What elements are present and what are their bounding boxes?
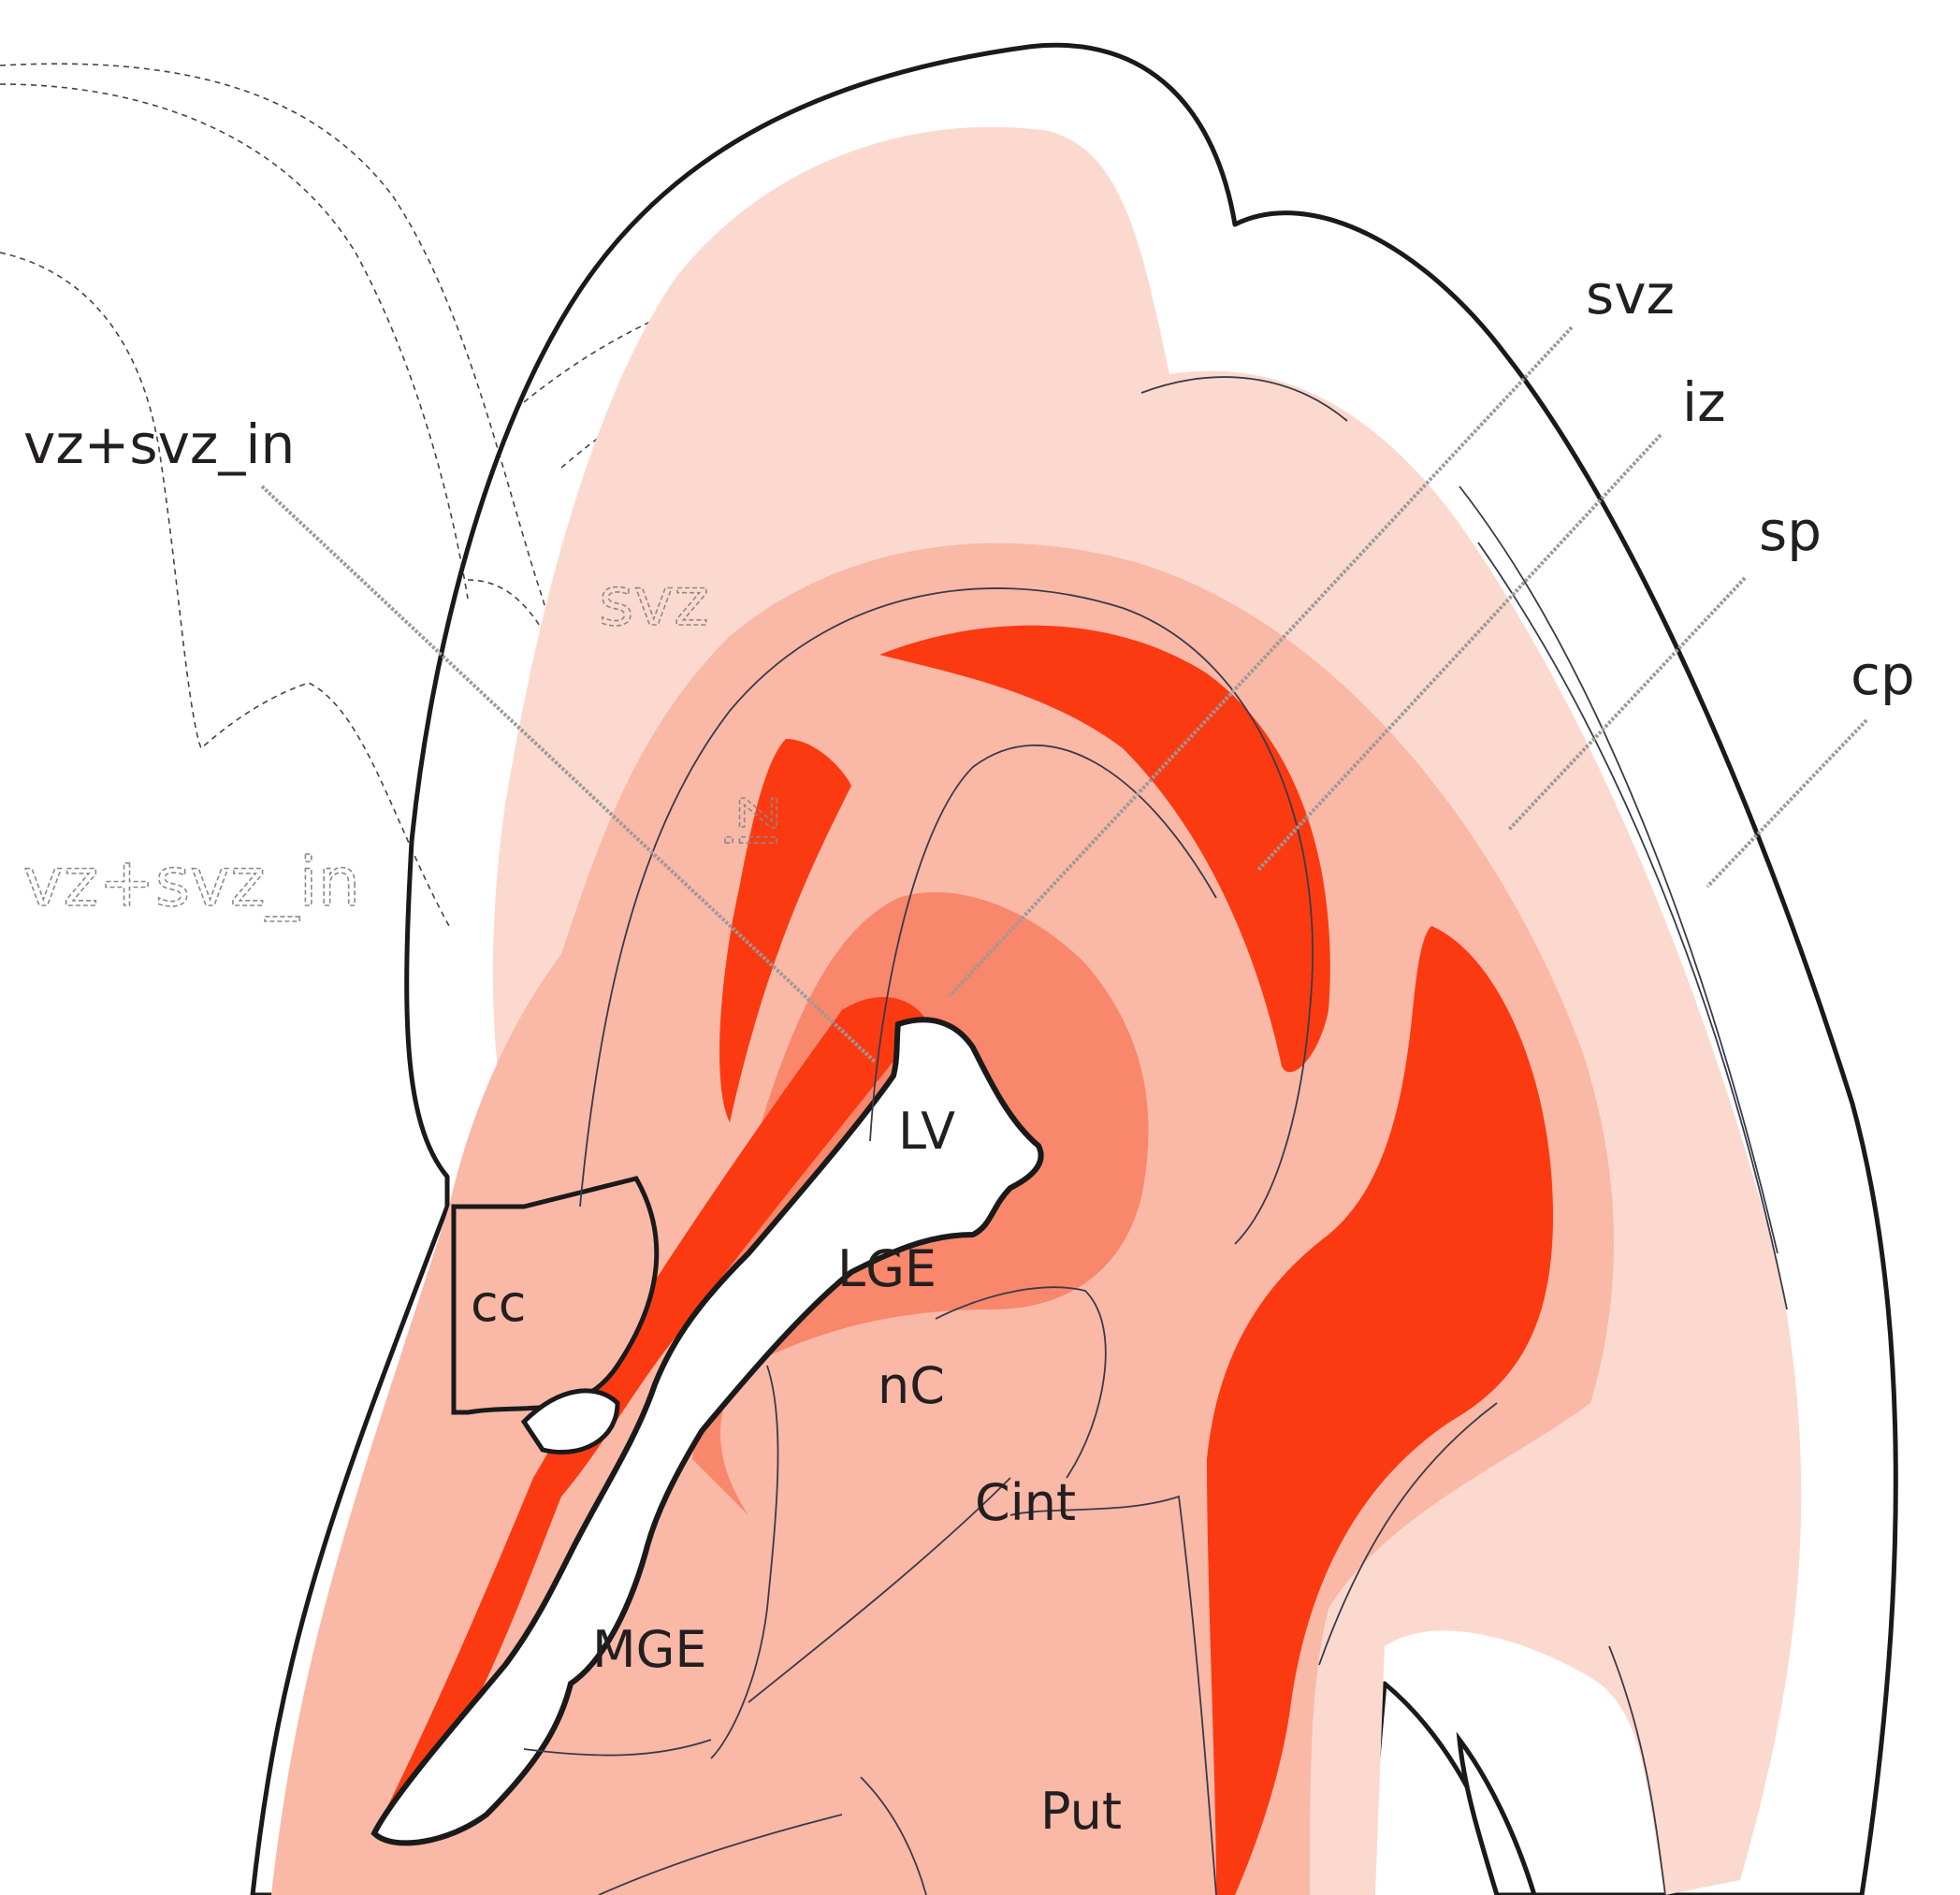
hippocampal-fold bbox=[1456, 1731, 1537, 1895]
label-cc: cc bbox=[471, 1274, 526, 1333]
label-mge: MGE bbox=[592, 1620, 707, 1679]
vz-lateral-band bbox=[1207, 926, 1553, 1895]
vz-streak-left bbox=[719, 739, 851, 1122]
label-vz-svz-in: vz+svz_in bbox=[23, 412, 295, 476]
cc-notch bbox=[520, 1388, 620, 1455]
label-lge: LGE bbox=[837, 1239, 936, 1298]
vz-crescent-upper bbox=[879, 625, 1330, 1073]
corpus-callosum bbox=[451, 1176, 660, 1415]
label-iz: iz bbox=[1682, 370, 1726, 434]
label-lv: LV bbox=[898, 1102, 955, 1161]
label-sp: sp bbox=[1759, 499, 1822, 563]
outer-brain-outline bbox=[250, 42, 1898, 1895]
leader-lines bbox=[260, 325, 1868, 1063]
label-nc: nC bbox=[878, 1356, 945, 1415]
ghost-label-vz-svz-in: vz+svz_in bbox=[23, 843, 360, 921]
label-cint: Cint bbox=[975, 1473, 1076, 1532]
inner-boundaries bbox=[523, 376, 1788, 1895]
leader-iz bbox=[1256, 433, 1662, 872]
label-svz: svz bbox=[1586, 263, 1675, 326]
lateral-ventricle bbox=[370, 1017, 1044, 1846]
leader-svz bbox=[948, 325, 1574, 998]
label-put: Put bbox=[1040, 1782, 1122, 1841]
label-cp: cp bbox=[1851, 644, 1915, 707]
ghost-label-iz: iz bbox=[714, 795, 792, 849]
leader-sp bbox=[1506, 576, 1747, 832]
vz-ventricle-lining bbox=[374, 997, 926, 1833]
leader-cp bbox=[1706, 718, 1868, 889]
ghost-label-svz: svz bbox=[599, 562, 709, 641]
